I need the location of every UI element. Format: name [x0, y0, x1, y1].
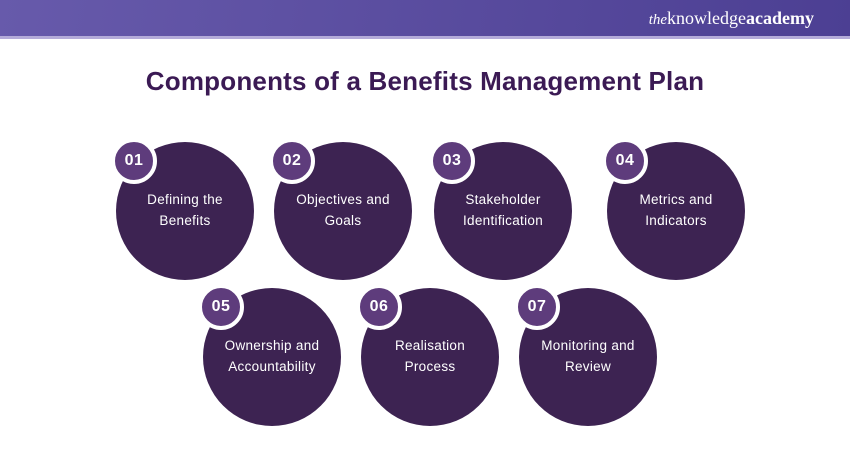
brand-logo-knowledge: knowledge [667, 8, 747, 28]
component-label: Defining the Benefits [147, 192, 223, 228]
component-number: 06 [369, 298, 389, 315]
component-number-badge: 04 [602, 138, 648, 184]
component-circle: 02 Objectives and Goals [269, 138, 412, 280]
component-number-badge: 05 [198, 284, 244, 330]
brand-logo-academy: academy [746, 8, 814, 28]
component-number-badge: 06 [356, 284, 402, 330]
component-number-badge: 02 [269, 138, 315, 184]
component-number-badge: 03 [429, 138, 475, 184]
component-label: Realisation Process [394, 338, 466, 374]
component-label: Metrics and Indicators [639, 192, 713, 228]
brand-logo-the: the [648, 12, 668, 28]
component-number: 07 [527, 298, 547, 315]
component-number: 01 [124, 152, 144, 169]
header-bar: theknowledgeacademy [0, 0, 850, 36]
component-label: Ownership and Accountability [224, 338, 320, 374]
component-circle: 04 Metrics and Indicators [602, 138, 745, 280]
component-circle: 01 Defining the Benefits [111, 138, 254, 280]
component-number-badge: 01 [111, 138, 157, 184]
component-number: 02 [282, 152, 302, 169]
page-title: Components of a Benefits Management Plan [145, 66, 705, 96]
component-number: 04 [615, 152, 635, 169]
component-circle: 06 Realisation Process [356, 284, 499, 426]
component-circle: 07 Monitoring and Review [514, 284, 657, 426]
component-circle: 05 Ownership and Accountability [198, 284, 341, 426]
component-label: Stakeholder Identification [463, 192, 543, 228]
component-circle: 03 Stakeholder Identification [429, 138, 572, 280]
component-number-badge: 07 [514, 284, 560, 330]
brand-logo: theknowledgeacademy [649, 0, 814, 36]
component-label: Monitoring and Review [541, 338, 635, 374]
component-number: 03 [442, 152, 462, 169]
header-stripe [0, 36, 850, 39]
component-label: Objectives and Goals [296, 192, 390, 228]
component-number: 05 [211, 298, 231, 315]
